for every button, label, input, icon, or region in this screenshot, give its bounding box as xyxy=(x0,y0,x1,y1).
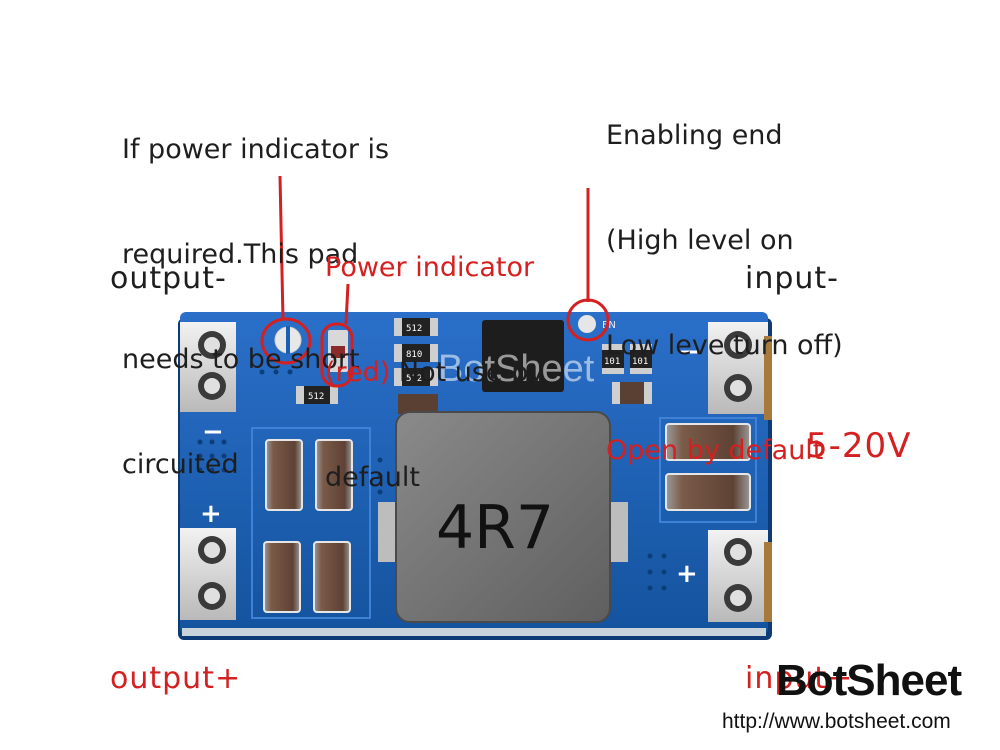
svg-text:+: + xyxy=(676,559,698,589)
input-voltage-label: 5-20V xyxy=(806,426,912,466)
annotation-line: (red) Not use by xyxy=(325,355,544,390)
svg-text:101: 101 xyxy=(604,357,620,367)
svg-text:EN: EN xyxy=(602,320,616,331)
svg-text:+: + xyxy=(200,499,222,529)
brand-logo: BotSheet xyxy=(776,656,962,705)
power-pad-annotation: If power indicator is required.This pad … xyxy=(122,62,389,552)
output-capacitors xyxy=(263,439,353,613)
annotation-line: Power indicator xyxy=(325,252,535,283)
annotation-black-text: Not use by xyxy=(390,357,545,388)
svg-text:512: 512 xyxy=(406,324,422,334)
svg-text:101: 101 xyxy=(632,357,648,367)
annotation-line: Low leve turn off) xyxy=(606,330,843,361)
annotation-line: default xyxy=(325,462,421,493)
right-resistors: 101 101 xyxy=(602,344,652,404)
enable-annotation: Enabling end (High level on Low leve tur… xyxy=(606,48,843,538)
output-plus-label: output+ xyxy=(110,661,242,696)
annotation-line: needs to be short xyxy=(122,344,360,375)
indicator-solder-pad xyxy=(274,326,302,354)
annotation-red-text: (red) xyxy=(325,357,391,388)
annotation-line: Open by default xyxy=(606,435,824,466)
left-terminals xyxy=(180,322,236,620)
svg-text:−: − xyxy=(678,337,700,367)
output-minus-label: output- xyxy=(110,261,227,296)
right-terminals xyxy=(708,322,772,622)
inductor: 4R7 xyxy=(378,411,628,623)
annotation-line: required.This pad xyxy=(122,239,359,270)
annotation-line: (High level on xyxy=(606,225,794,256)
regulator-ic xyxy=(482,320,564,392)
annotation-line: circuited xyxy=(122,449,239,480)
power-indicator-annotation: Power indicator (red) Not use by default xyxy=(325,180,544,565)
annotation-line: Enabling end xyxy=(606,120,783,151)
annotation-markers xyxy=(260,175,610,388)
vias xyxy=(197,369,667,591)
svg-text:512: 512 xyxy=(308,392,324,402)
annotation-line: If power indicator is xyxy=(122,134,390,165)
inductor-marking: 4R7 xyxy=(436,493,554,563)
watermark: BotSheet xyxy=(438,348,595,390)
svg-text:512: 512 xyxy=(406,374,422,384)
input-capacitors xyxy=(665,423,751,511)
enable-pad xyxy=(578,315,596,333)
input-plus-label: input+ xyxy=(745,661,854,696)
svg-text:−: − xyxy=(202,417,224,447)
resistor-stack: 512 810 512 xyxy=(394,318,438,414)
brand-url: http://www.botsheet.com xyxy=(722,710,951,733)
input-minus-label: input- xyxy=(745,261,839,296)
svg-text:810: 810 xyxy=(406,350,422,360)
